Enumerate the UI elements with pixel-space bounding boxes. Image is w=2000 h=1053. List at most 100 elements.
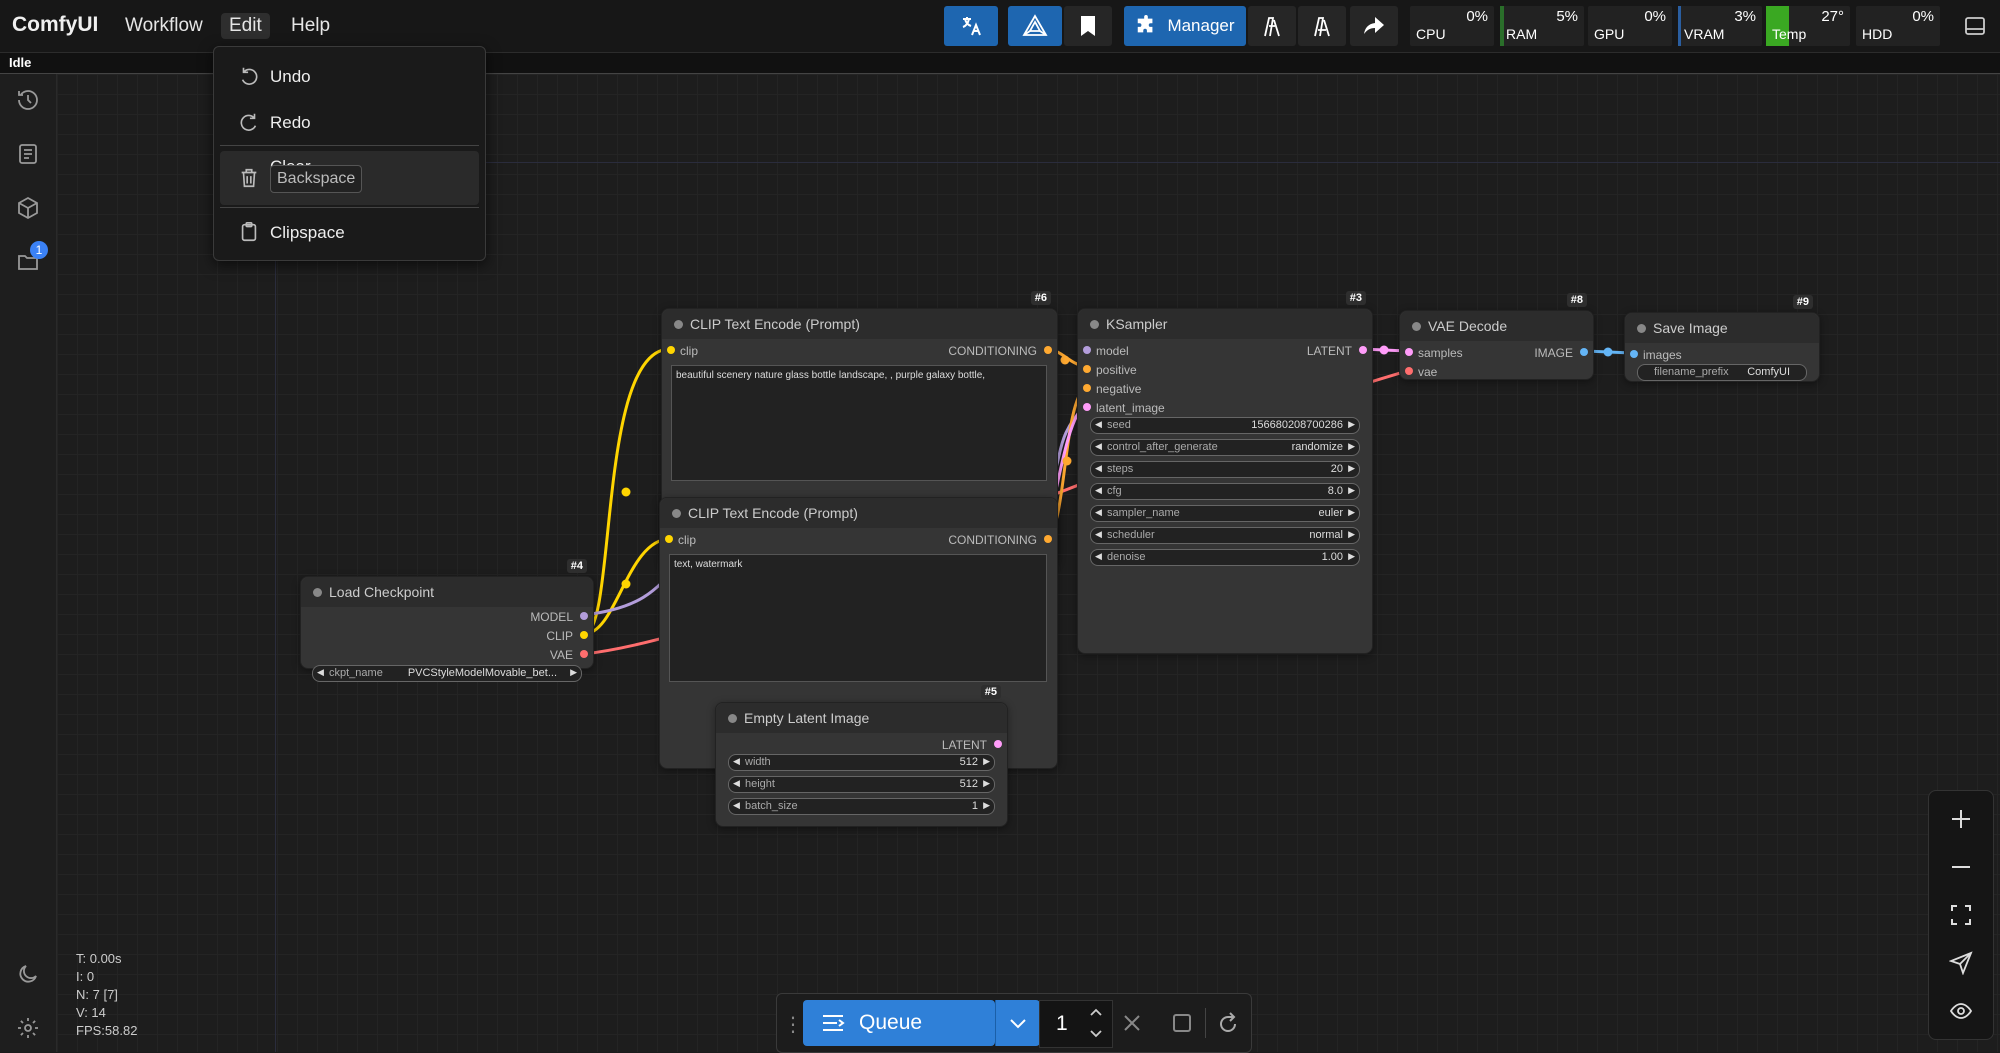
chevron-down-small-icon[interactable] bbox=[1088, 1027, 1104, 1041]
decrement-arrow[interactable]: ◀ bbox=[1095, 529, 1102, 539]
prompt-textarea[interactable]: beautiful scenery nature glass bottle la… bbox=[671, 365, 1047, 481]
node-header[interactable]: Load Checkpoint bbox=[301, 577, 593, 607]
decrement-arrow[interactable]: ◀ bbox=[733, 756, 740, 766]
output-slot-conditioning[interactable] bbox=[1044, 535, 1052, 543]
output-slot-clip[interactable] bbox=[580, 631, 588, 639]
input-slot-clip[interactable] bbox=[665, 535, 673, 543]
decrement-arrow[interactable]: ◀ bbox=[733, 778, 740, 788]
decrement-arrow[interactable]: ◀ bbox=[1095, 485, 1102, 495]
output-slot-image[interactable] bbox=[1580, 348, 1588, 356]
panel-toggle-button[interactable] bbox=[1958, 6, 1992, 46]
output-slot-conditioning[interactable] bbox=[1044, 346, 1052, 354]
input-slot-clip[interactable] bbox=[667, 346, 675, 354]
translate-button[interactable] bbox=[944, 6, 998, 46]
gear-icon[interactable] bbox=[16, 1016, 40, 1040]
cube-icon[interactable] bbox=[16, 196, 40, 220]
increment-arrow[interactable]: ▶ bbox=[983, 800, 990, 810]
collapse-dot[interactable] bbox=[1412, 322, 1421, 331]
menu-item-clear-workflow[interactable]: Clear Workflow Backspace bbox=[220, 151, 479, 205]
model-button[interactable] bbox=[1008, 6, 1062, 46]
stop-icon[interactable] bbox=[1171, 1012, 1193, 1034]
increment-arrow[interactable]: ▶ bbox=[983, 756, 990, 766]
cancel-button-icon[interactable] bbox=[1121, 1012, 1143, 1034]
increment-arrow[interactable]: ▶ bbox=[1348, 463, 1355, 473]
input-slot-samples[interactable] bbox=[1405, 348, 1413, 356]
increment-arrow[interactable]: ▶ bbox=[1348, 419, 1355, 429]
collapse-dot[interactable] bbox=[1637, 324, 1646, 333]
output-slot-vae[interactable] bbox=[580, 650, 588, 658]
input-slot-vae[interactable] bbox=[1405, 367, 1413, 375]
node-header[interactable]: CLIP Text Encode (Prompt) bbox=[662, 309, 1057, 339]
increment-arrow[interactable]: ▶ bbox=[1348, 551, 1355, 561]
decrement-arrow[interactable]: ◀ bbox=[1095, 551, 1102, 561]
node-vae-decode[interactable]: #8 VAE Decode samples vae IMAGE bbox=[1399, 293, 1594, 380]
decrement-arrow[interactable]: ◀ bbox=[733, 800, 740, 810]
document-icon[interactable] bbox=[16, 142, 40, 166]
node-ksampler[interactable]: #3 KSampler model positive negative late… bbox=[1077, 291, 1373, 654]
bookmark-button[interactable] bbox=[1064, 6, 1112, 46]
eye-icon[interactable] bbox=[1949, 999, 1973, 1023]
decrement-arrow[interactable]: ◀ bbox=[1095, 507, 1102, 517]
decrement-arrow[interactable]: ◀ bbox=[1095, 463, 1102, 473]
menu-edit[interactable]: Edit bbox=[221, 13, 270, 39]
fit-view-icon[interactable] bbox=[1949, 903, 1973, 927]
input-slot-images[interactable] bbox=[1630, 350, 1638, 358]
node-tool-button[interactable] bbox=[1248, 6, 1296, 46]
node-load-checkpoint[interactable]: #4 Load Checkpoint MODEL CLIP VAE bbox=[300, 559, 594, 669]
menu-item-undo[interactable]: Undo bbox=[220, 57, 479, 97]
moon-icon[interactable] bbox=[16, 962, 40, 986]
collapse-dot[interactable] bbox=[313, 588, 322, 597]
menu-item-redo[interactable]: Redo bbox=[220, 103, 479, 143]
increment-arrow[interactable]: ▶ bbox=[570, 667, 577, 677]
node-header[interactable]: VAE Decode bbox=[1400, 311, 1593, 341]
close-icon[interactable] bbox=[1087, 1012, 1107, 1032]
menu-item-clipspace[interactable]: Clipspace bbox=[220, 213, 479, 253]
manager-button[interactable]: Manager bbox=[1124, 6, 1246, 46]
zoom-out-icon[interactable] bbox=[1949, 855, 1973, 879]
node-tool2-button[interactable] bbox=[1298, 6, 1346, 46]
output-slot-model[interactable] bbox=[580, 612, 588, 620]
input-slot-latent[interactable] bbox=[1083, 403, 1091, 411]
output-slot-latent[interactable] bbox=[1359, 346, 1367, 354]
batch-count-input[interactable]: 1 bbox=[1039, 1000, 1113, 1048]
input-slot-negative[interactable] bbox=[1083, 384, 1091, 392]
menu-workflow[interactable]: Workflow bbox=[125, 15, 203, 36]
refresh-icon[interactable] bbox=[1217, 1011, 1239, 1035]
queue-button[interactable]: Queue bbox=[803, 1000, 995, 1046]
input-slot-model[interactable] bbox=[1083, 346, 1091, 354]
node-header[interactable]: Empty Latent Image bbox=[716, 703, 1007, 733]
decrement-arrow[interactable]: ◀ bbox=[317, 667, 324, 677]
collapse-dot[interactable] bbox=[728, 714, 737, 723]
collapse-dot[interactable] bbox=[672, 509, 681, 518]
prompt-textarea[interactable]: text, watermark bbox=[669, 554, 1047, 682]
increment-arrow[interactable]: ▶ bbox=[1348, 507, 1355, 517]
chevron-up-icon[interactable] bbox=[1088, 1005, 1104, 1019]
queue-dropdown-button[interactable] bbox=[995, 1000, 1040, 1046]
graph-canvas[interactable]: #6 CLIP Text Encode (Prompt) clip CONDIT… bbox=[57, 74, 2000, 1052]
node-header[interactable]: Save Image bbox=[1625, 313, 1819, 343]
node-header[interactable]: CLIP Text Encode (Prompt) bbox=[660, 498, 1057, 528]
menu-help[interactable]: Help bbox=[291, 15, 331, 36]
increment-arrow[interactable]: ▶ bbox=[1348, 485, 1355, 495]
drag-handle[interactable]: ⋮ bbox=[783, 1014, 803, 1036]
collapse-dot[interactable] bbox=[674, 320, 683, 329]
increment-arrow[interactable]: ▶ bbox=[1348, 529, 1355, 539]
increment-arrow[interactable]: ▶ bbox=[1348, 441, 1355, 451]
decrement-arrow[interactable]: ◀ bbox=[1095, 441, 1102, 451]
increment-arrow[interactable]: ▶ bbox=[983, 778, 990, 788]
send-icon[interactable] bbox=[1949, 951, 1973, 975]
history-icon[interactable] bbox=[16, 88, 40, 112]
